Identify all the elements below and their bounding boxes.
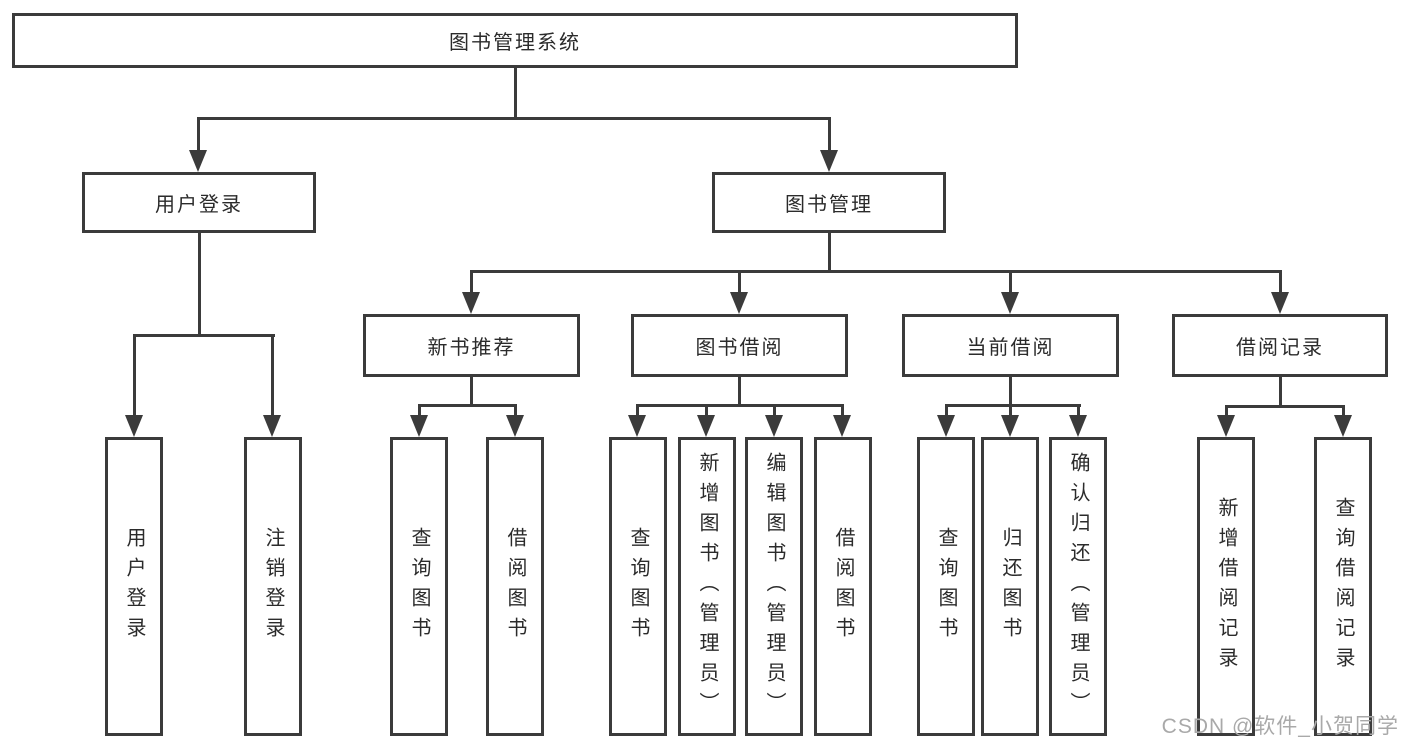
node-label: 查询图书 [935, 526, 957, 647]
connector-segment [1279, 270, 1282, 296]
leaf-edit-books-admin: 编辑图书（管理员） [745, 437, 803, 736]
leaf-query-borrow-record: 查询借阅记录 [1314, 437, 1372, 736]
connector-segment [1009, 270, 1012, 296]
connector-segment [470, 270, 1282, 273]
arrow-down-icon [730, 292, 748, 314]
connector-segment [470, 377, 473, 407]
leaf-query-books-borrowing: 查询图书 [609, 437, 667, 736]
node-label: 新书推荐 [427, 337, 516, 359]
leaf-logout: 注销登录 [244, 437, 302, 736]
leaf-add-borrow-record: 新增借阅记录 [1197, 437, 1255, 736]
arrow-down-icon [1001, 415, 1019, 437]
arrow-down-icon [189, 150, 207, 172]
connector-segment [418, 404, 517, 407]
node-label: 注销登录 [262, 526, 284, 647]
arrow-down-icon [506, 415, 524, 437]
node-label: 新增借阅记录 [1215, 496, 1237, 677]
arrow-down-icon [462, 292, 480, 314]
connector-segment [514, 68, 517, 120]
arrow-down-icon [833, 415, 851, 437]
connector-segment [636, 404, 844, 407]
connector-segment [514, 404, 517, 418]
leaf-user-login: 用户登录 [105, 437, 163, 736]
leaf-borrow-books: 借阅图书 [814, 437, 872, 736]
arrow-down-icon [1001, 292, 1019, 314]
leaf-query-books-current: 查询图书 [917, 437, 975, 736]
node-label: 查询图书 [408, 526, 430, 647]
connector-segment [828, 117, 831, 155]
node-borrowing-records: 借阅记录 [1172, 314, 1388, 377]
connector-segment [197, 117, 200, 155]
connector-segment [705, 404, 708, 418]
node-label: 归还图书 [999, 526, 1021, 647]
connector-segment [197, 117, 831, 120]
node-label: 新增图书（管理员） [696, 451, 718, 722]
node-book-management: 图书管理 [712, 172, 946, 233]
connector-segment [738, 270, 741, 296]
arrow-down-icon [263, 415, 281, 437]
node-label: 图书借阅 [695, 337, 784, 359]
arrow-down-icon [1334, 415, 1352, 437]
connector-segment [1225, 405, 1345, 408]
node-new-book-recommend: 新书推荐 [363, 314, 580, 377]
node-book-borrowing: 图书借阅 [631, 314, 848, 377]
node-label: 查询借阅记录 [1332, 496, 1354, 677]
connector-segment [1009, 377, 1012, 407]
connector-segment [1009, 404, 1012, 418]
leaf-confirm-return-admin: 确认归还（管理员） [1049, 437, 1107, 736]
node-label: 确认归还（管理员） [1067, 451, 1089, 722]
node-user-login: 用户登录 [82, 172, 316, 233]
arrow-down-icon [1217, 415, 1235, 437]
connector-segment [945, 404, 948, 418]
node-label: 用户登录 [123, 526, 145, 647]
arrow-down-icon [125, 415, 143, 437]
connector-segment [738, 377, 741, 407]
node-label: 借阅图书 [504, 526, 526, 647]
node-label: 图书管理 [785, 194, 873, 216]
leaf-return-books: 归还图书 [981, 437, 1039, 736]
connector-segment [636, 404, 639, 418]
connector-segment [828, 233, 831, 273]
connector-segment [418, 404, 421, 418]
leaf-borrow-books-recommend: 借阅图书 [486, 437, 544, 736]
node-label: 用户登录 [155, 194, 243, 216]
arrow-down-icon [697, 415, 715, 437]
node-label: 图书管理系统 [449, 32, 581, 54]
connector-segment [133, 334, 136, 418]
leaf-add-books-admin: 新增图书（管理员） [678, 437, 736, 736]
connector-segment [841, 404, 844, 418]
connector-segment [271, 334, 274, 418]
arrow-down-icon [1069, 415, 1087, 437]
node-root-library-system: 图书管理系统 [12, 13, 1018, 68]
node-label: 编辑图书（管理员） [763, 451, 785, 722]
node-label: 当前借阅 [966, 337, 1055, 359]
arrow-down-icon [1271, 292, 1289, 314]
connector-segment [773, 404, 776, 418]
arrow-down-icon [410, 415, 428, 437]
leaf-query-books-recommend: 查询图书 [390, 437, 448, 736]
node-label: 借阅记录 [1236, 337, 1324, 359]
connector-segment [470, 270, 473, 296]
connector-segment [1225, 405, 1228, 418]
connector-segment [1077, 404, 1080, 418]
node-label: 借阅图书 [832, 526, 854, 647]
connector-segment [198, 233, 201, 337]
node-current-borrowing: 当前借阅 [902, 314, 1119, 377]
connector-segment [133, 334, 275, 337]
connector-segment [1342, 405, 1345, 418]
connector-segment [945, 404, 1081, 407]
arrow-down-icon [628, 415, 646, 437]
arrow-down-icon [765, 415, 783, 437]
arrow-down-icon [820, 150, 838, 172]
csdn-watermark: CSDN @软件_小贺同学 [1161, 715, 1399, 738]
connector-segment [1279, 377, 1282, 408]
arrow-down-icon [937, 415, 955, 437]
node-label: 查询图书 [627, 526, 649, 647]
